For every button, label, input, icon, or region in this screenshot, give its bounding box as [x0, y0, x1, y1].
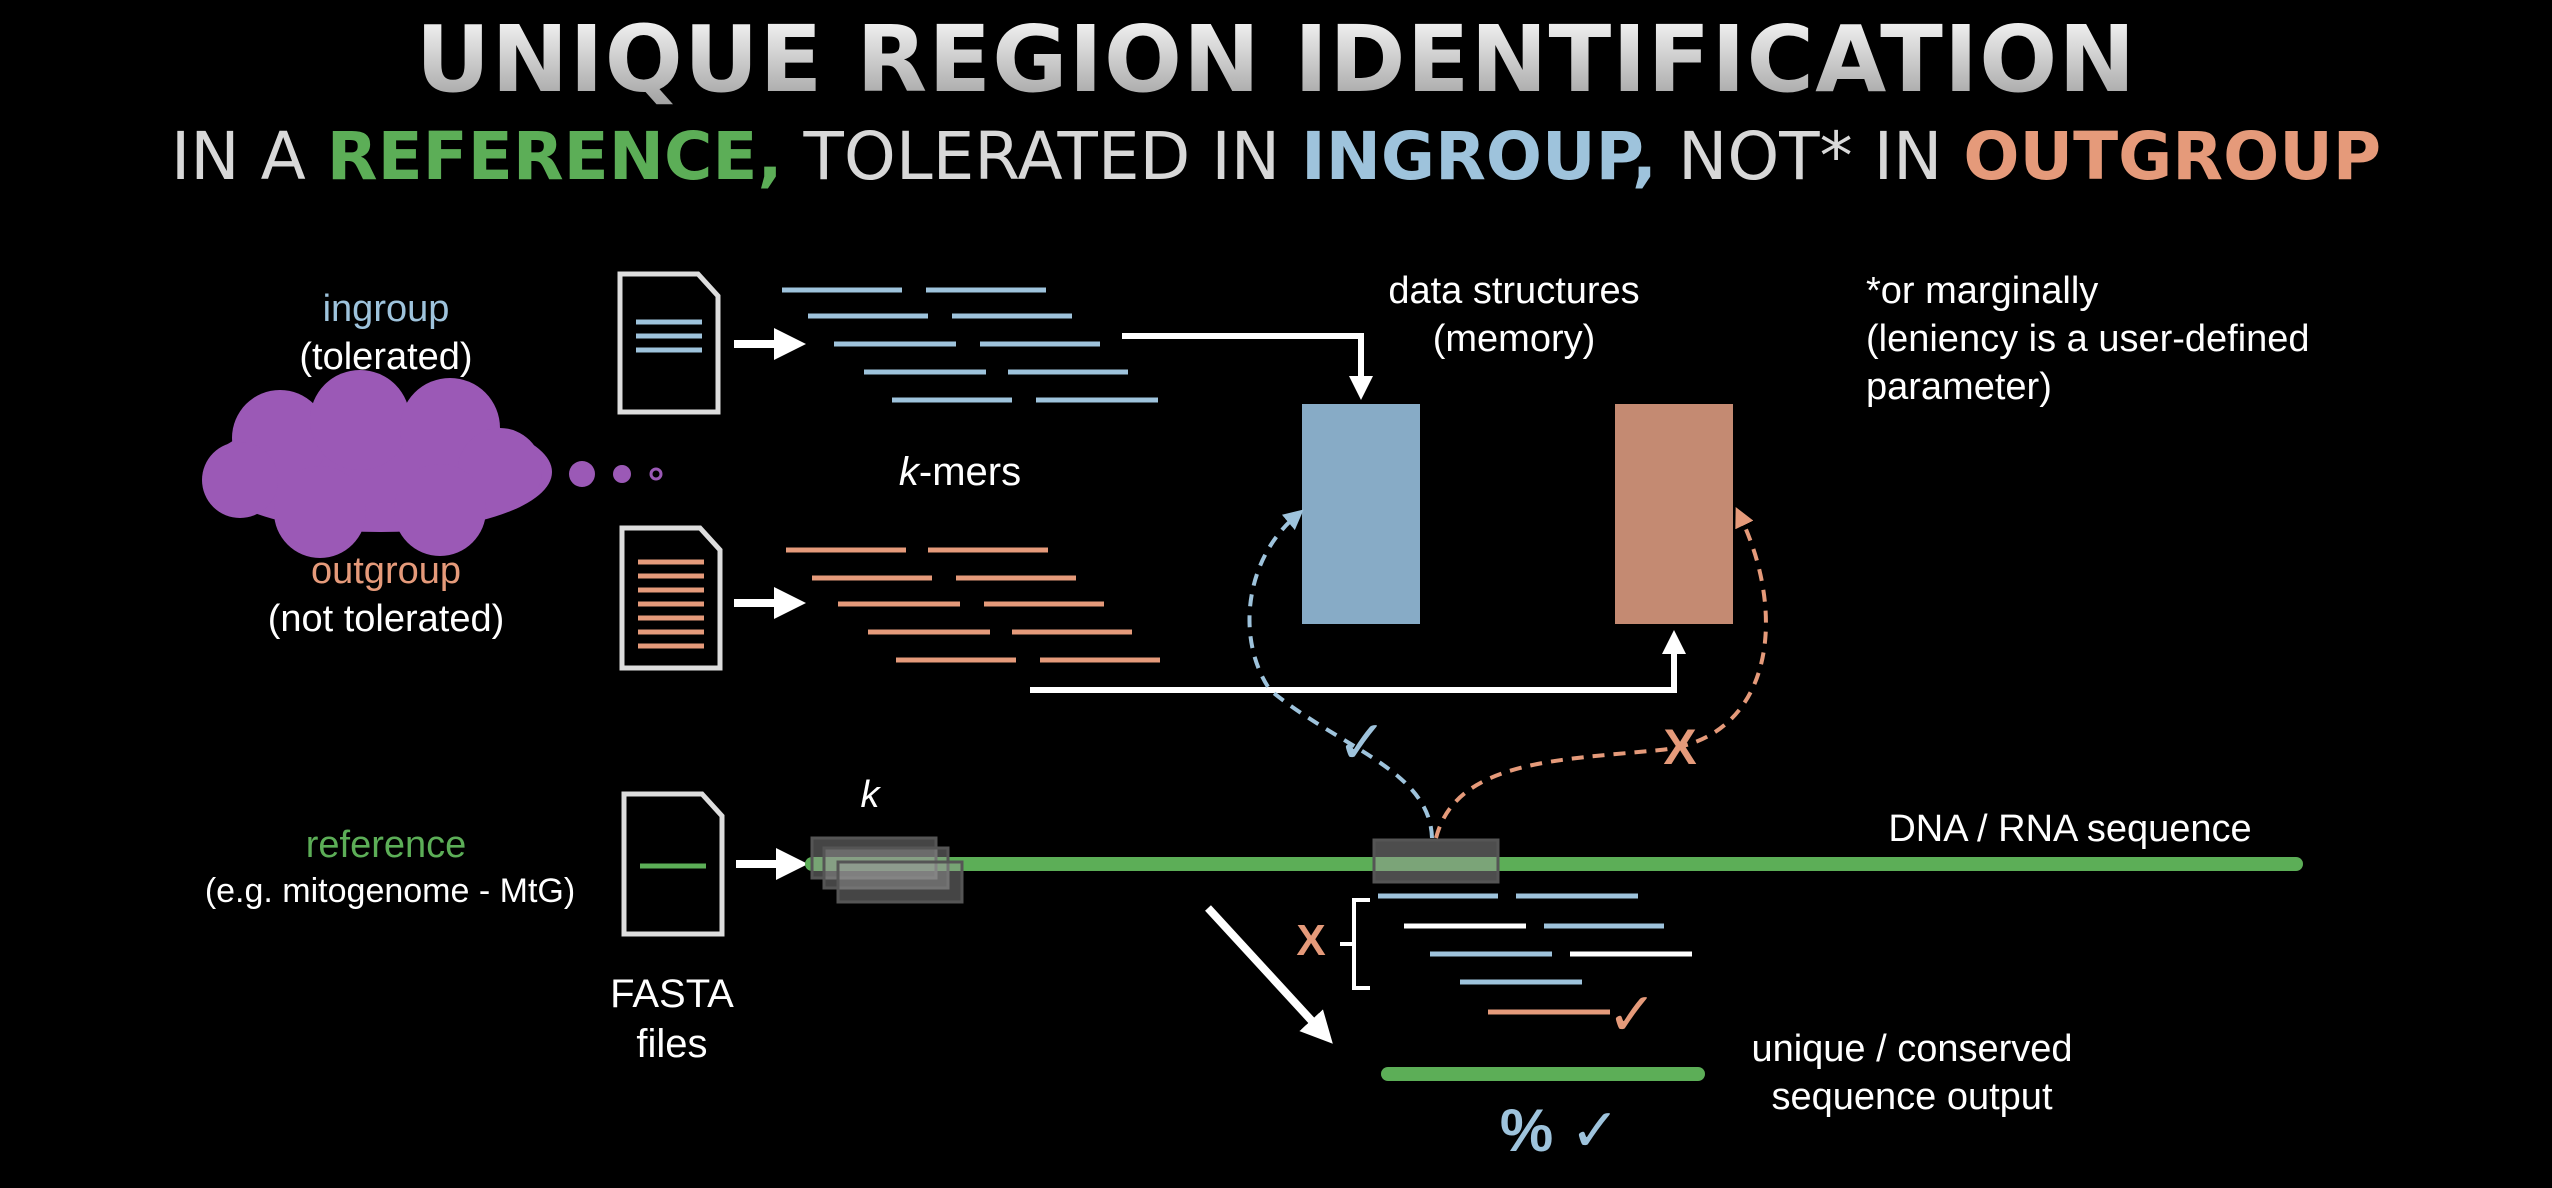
outgroup-memory-box — [1615, 404, 1733, 624]
kmers-k: k — [898, 450, 919, 494]
subtitle-part-3: NOT* IN — [1656, 118, 1964, 195]
subtitle-part-2: TOLERATED IN — [782, 118, 1302, 195]
ingroup-kmers — [782, 287, 1158, 403]
rejected-x-mark: X — [1296, 916, 1326, 965]
accepted-check-mark: ✓ — [1606, 981, 1658, 1048]
kmers-label: k-mers — [860, 450, 1060, 495]
footnote-line3: parameter) — [1866, 366, 2052, 408]
subtitle-ingroup: INGROUP, — [1301, 118, 1657, 195]
fasta-label-line2: files — [636, 1022, 708, 1066]
sliding-k-windows — [810, 836, 1500, 904]
outgroup-to-memory-arrow — [1030, 630, 1686, 693]
fasta-label-line1: FASTA — [610, 972, 734, 1016]
kmers-rest: -mers — [918, 450, 1022, 494]
ingroup-query-arrow — [1247, 509, 1434, 839]
ingroup-note: (tolerated) — [299, 336, 473, 378]
k-window-label: k — [860, 774, 880, 816]
cloud-text: Draft or complete genomes, NGS reads, et… — [256, 427, 504, 517]
percent-check-label: % ✓ — [1499, 1097, 1621, 1164]
outgroup-note: (not tolerated) — [267, 598, 505, 640]
footnote-line2: (leniency is a user-defined — [1866, 318, 2310, 360]
outgroup-file-icon — [619, 525, 723, 671]
subtitle-part-1: IN A — [170, 118, 327, 195]
outgroup-x-mark: X — [1663, 719, 1697, 775]
outgroup-kmers — [786, 547, 1160, 663]
reference-label: reference — [305, 824, 467, 866]
output-label-line1: unique / conserved — [1751, 1028, 2073, 1070]
reference-note: (e.g. mitogenome - MtG) — [204, 872, 576, 910]
memory-label: (memory) — [1432, 318, 1596, 360]
ingroup-file-icon — [617, 271, 721, 415]
page-subtitle: IN A REFERENCE, TOLERATED IN INGROUP, NO… — [0, 118, 2552, 195]
dna-sequence-label: DNA / RNA sequence — [1888, 808, 2252, 850]
ingroup-label: ingroup — [322, 288, 450, 330]
ingroup-check-mark: ✓ — [1336, 709, 1388, 776]
subtitle-reference: REFERENCE, — [326, 118, 783, 195]
outgroup-query-arrow — [1434, 506, 1768, 839]
subtitle-outgroup: OUTGROUP — [1963, 118, 2382, 195]
reference-file-icon — [621, 791, 725, 937]
outgroup-label: outgroup — [310, 550, 461, 592]
ingroup-memory-box — [1302, 404, 1420, 624]
data-structures-label: data structures — [1388, 270, 1640, 312]
footnote-line1: *or marginally — [1866, 270, 2099, 312]
page-title: UNIQUE REGION IDENTIFICATION — [0, 6, 2552, 113]
output-label-line2: sequence output — [1771, 1076, 2053, 1118]
